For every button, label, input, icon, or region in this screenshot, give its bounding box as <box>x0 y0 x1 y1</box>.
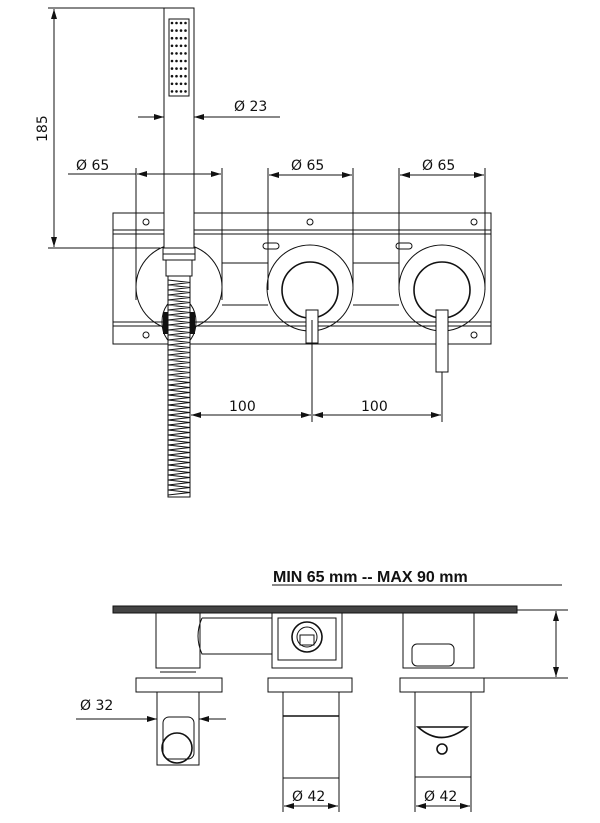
nozzle-dot <box>184 36 187 40</box>
nozzle-dot <box>179 67 183 70</box>
mixer-rosette-2 <box>398 244 486 373</box>
lever2-diameter-dimension: Ø 42 <box>414 777 472 812</box>
shower-diameter-dimension: Ø 23 <box>138 99 280 120</box>
height-dimension: 185 <box>35 7 165 249</box>
nozzle-dot <box>175 36 178 40</box>
lever1-diameter-dimension: Ø 42 <box>282 778 340 812</box>
nozzle-dot <box>175 82 178 86</box>
nozzle-dot <box>170 44 174 48</box>
nozzle-dot <box>184 52 187 55</box>
wall-plate-side <box>112 605 518 614</box>
nozzle-dot <box>175 21 178 25</box>
spacing-2-label: 100 <box>361 399 388 415</box>
nozzle-dot <box>175 29 178 32</box>
screw-hole <box>470 218 478 226</box>
screw-hole <box>142 331 150 339</box>
nozzle-dot <box>179 44 183 48</box>
rosette-mid-dimension: Ø 65 <box>267 158 354 290</box>
mixer-body-2 <box>399 612 485 778</box>
nozzle-dot <box>179 29 183 32</box>
nozzle-dot <box>184 90 187 93</box>
side-view: MIN 65 mm -- MAX 90 mm Ø 32 <box>76 569 568 812</box>
nozzle-dot <box>179 52 183 55</box>
screw-hole <box>470 331 478 339</box>
nozzle-dot <box>175 90 178 93</box>
nozzle-dot <box>184 67 187 70</box>
nozzle-dot <box>184 44 187 48</box>
shower-hose <box>163 275 195 498</box>
nozzle-dot <box>179 59 183 63</box>
rosette-mid-label: Ø 65 <box>291 158 324 174</box>
hand-shower <box>162 7 196 277</box>
spacing-dimension: 100 100 <box>191 320 443 422</box>
nozzle-dot <box>170 74 174 78</box>
nozzle-dot <box>179 90 183 93</box>
nozzle-dot <box>170 67 174 70</box>
nozzle-dot <box>170 82 174 86</box>
nozzle-dot <box>170 29 174 32</box>
mixer-body-1 <box>267 612 353 779</box>
rosette-left-dimension: Ø 65 <box>68 158 223 300</box>
screw-hole <box>142 218 150 226</box>
nozzle-dot <box>175 59 178 63</box>
nozzle-dot <box>179 82 183 86</box>
height-label: 185 <box>35 115 51 142</box>
front-view: 185 Ø 23 Ø 65 Ø 65 Ø 65 100 100 <box>35 7 492 498</box>
nozzle-dot <box>175 44 178 48</box>
nozzle-dot <box>170 59 174 63</box>
nozzle-dot <box>170 21 174 25</box>
mixer-rosette-1 <box>266 244 354 344</box>
rosette-right-dimension: Ø 65 <box>398 158 486 290</box>
nozzle-dot <box>179 74 183 78</box>
nozzle-dot <box>179 36 183 40</box>
nozzle-dot <box>170 52 174 55</box>
nozzle-dot <box>170 36 174 40</box>
nozzle-dot <box>184 59 187 63</box>
lever1-diameter-label: Ø 42 <box>292 789 325 805</box>
nozzle-dot <box>184 29 187 32</box>
spacing-1-label: 100 <box>229 399 256 415</box>
nozzle-dot <box>175 74 178 78</box>
rosette-left-label: Ø 65 <box>76 158 109 174</box>
nozzle-dot <box>184 74 187 78</box>
nozzle-dot <box>184 21 187 25</box>
handle-diameter-label: Ø 32 <box>80 698 113 714</box>
rosette-right-label: Ø 65 <box>422 158 455 174</box>
nozzle-dot <box>175 52 178 55</box>
nozzle-dot <box>179 21 183 25</box>
handle-diameter-dimension: Ø 32 <box>76 698 226 722</box>
nozzle-dot <box>170 90 174 93</box>
shower-outlet-body <box>135 612 272 766</box>
nozzle-dot <box>184 82 187 86</box>
shower-diameter-label: Ø 23 <box>234 99 267 115</box>
screw-hole <box>306 218 314 226</box>
depth-range-label: MIN 65 mm -- MAX 90 mm <box>273 569 468 586</box>
nozzle-dot <box>175 67 178 70</box>
lever2-diameter-label: Ø 42 <box>424 789 457 805</box>
